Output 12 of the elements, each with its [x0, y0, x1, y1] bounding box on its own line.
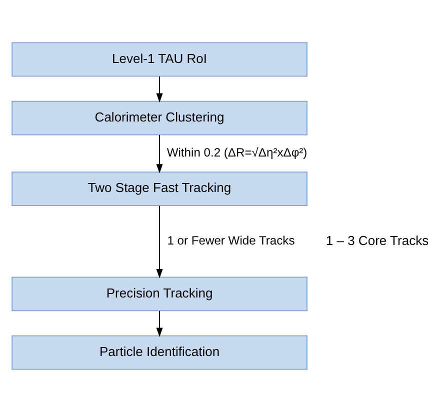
edge-label: Within 0.2 (ΔR=√Δη²xΔφ²) — [166, 145, 308, 160]
arrow — [156, 310, 163, 337]
arrow — [156, 76, 163, 102]
node-box: Precision Tracking — [12, 276, 308, 311]
node-box: Level-1 TAU RoI — [12, 42, 308, 76]
node-box: Two Stage Fast Tracking — [12, 171, 308, 206]
arrow — [156, 204, 163, 278]
node-box: Calorimeter Clustering — [12, 100, 308, 135]
edge-label: 1 or Fewer Wide Tracks — [167, 233, 295, 248]
label: 1 – 3 Core Tracks — [326, 232, 429, 248]
node-box: Particle Identification — [12, 334, 308, 370]
arrow — [156, 134, 163, 173]
